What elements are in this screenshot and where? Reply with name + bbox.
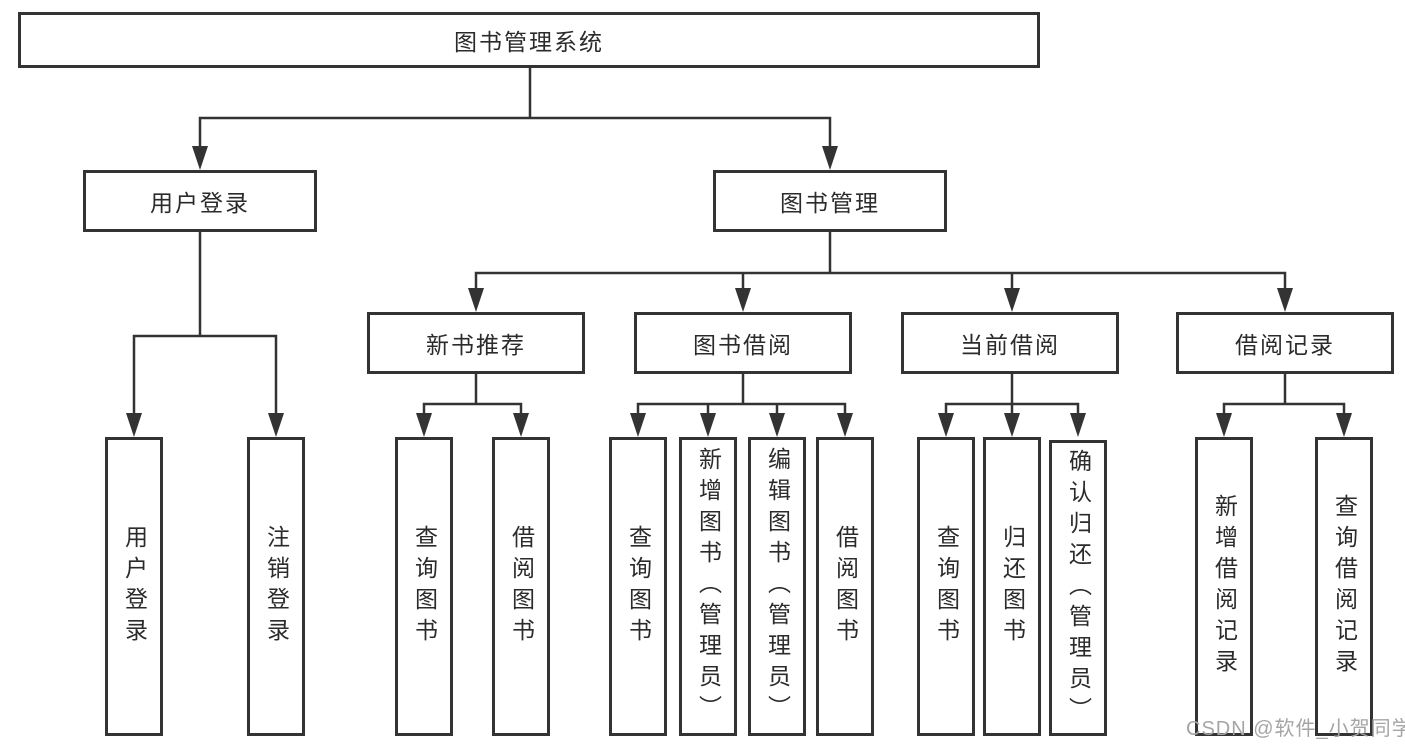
leaf-add-borrow-record: 新增借阅记录 (1195, 437, 1253, 736)
leaf-confirm-return-admin: 确认归还（管理员） (1049, 440, 1107, 736)
node-label: 查询图书 (933, 524, 960, 649)
leaf-query-borrow-record: 查询借阅记录 (1315, 437, 1373, 736)
node-root-library-system: 图书管理系统 (18, 12, 1040, 68)
node-label: 确认归还（管理员） (1065, 448, 1092, 728)
node-book-management-module: 图书管理 (713, 170, 947, 232)
node-label: 图书管理 (780, 190, 880, 216)
node-label: 借阅图书 (832, 524, 859, 649)
node-label: 当前借阅 (960, 332, 1060, 358)
leaf-query-books-current: 查询图书 (917, 437, 975, 736)
node-label: 图书管理系统 (454, 29, 604, 55)
leaf-return-book: 归还图书 (983, 437, 1041, 736)
csdn-watermark: CSDN @软件_小贺同学 (1186, 718, 1405, 740)
node-label: 借阅记录 (1235, 332, 1335, 358)
node-label: 编辑图书（管理员） (764, 447, 791, 726)
node-borrowing-records: 借阅记录 (1176, 312, 1394, 374)
node-label: 归还图书 (999, 524, 1026, 649)
node-label: 新增图书（管理员） (695, 447, 722, 726)
leaf-query-books-recommend: 查询图书 (395, 437, 453, 736)
leaf-logout: 注销登录 (247, 437, 305, 736)
leaf-query-books-borrowing: 查询图书 (609, 437, 667, 736)
leaf-edit-book-admin: 编辑图书（管理员） (748, 437, 806, 736)
leaf-borrow-books: 借阅图书 (816, 437, 874, 736)
node-label: 新增借阅记录 (1211, 493, 1238, 680)
node-label: 查询图书 (411, 524, 438, 649)
arrowheads (126, 146, 1352, 437)
leaf-user-login: 用户登录 (105, 437, 163, 736)
node-label: 查询借阅记录 (1331, 493, 1358, 680)
node-label: 用户登录 (121, 524, 148, 649)
node-label: 查询图书 (625, 524, 652, 649)
node-book-borrowing: 图书借阅 (634, 312, 852, 374)
leaf-borrow-books-recommend: 借阅图书 (492, 437, 550, 736)
node-user-login-module: 用户登录 (83, 170, 317, 232)
leaf-add-book-admin: 新增图书（管理员） (679, 437, 737, 736)
node-label: 借阅图书 (508, 524, 535, 649)
node-label: 图书借阅 (693, 332, 793, 358)
node-current-borrowing: 当前借阅 (901, 312, 1119, 374)
node-label: 用户登录 (150, 190, 250, 216)
node-new-book-recommendation: 新书推荐 (367, 312, 585, 374)
node-label: 新书推荐 (426, 332, 526, 358)
node-label: 注销登录 (263, 524, 290, 649)
